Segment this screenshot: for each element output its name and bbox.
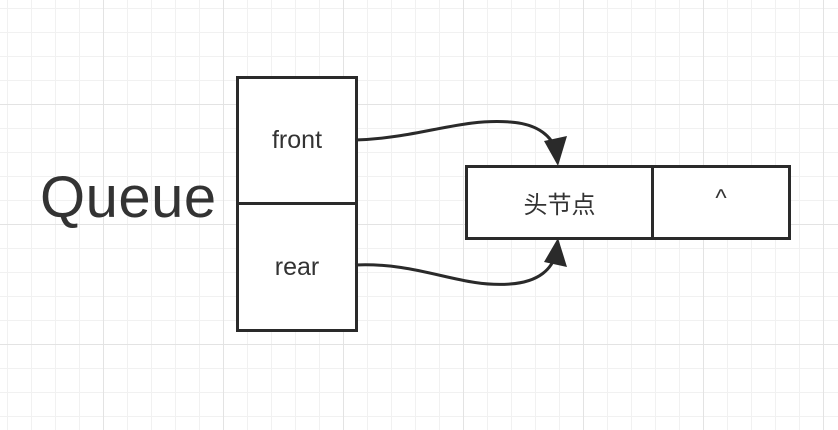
front-pointer-arrow <box>354 119 558 151</box>
queue-structure: front rear <box>236 76 358 332</box>
head-node-data-field: 头节点 <box>523 192 596 219</box>
rear-field: rear <box>274 253 320 281</box>
front-field: front <box>271 126 323 154</box>
queue-divider <box>239 202 355 205</box>
rear-pointer-arrow <box>354 253 558 286</box>
queue-title: Queue <box>40 165 217 230</box>
node-divider <box>651 168 654 237</box>
front-arrowhead <box>544 136 567 166</box>
head-node: 头节点 ^ <box>465 165 791 240</box>
head-node-next-field: ^ <box>715 184 727 212</box>
rear-arrowhead <box>544 238 567 267</box>
